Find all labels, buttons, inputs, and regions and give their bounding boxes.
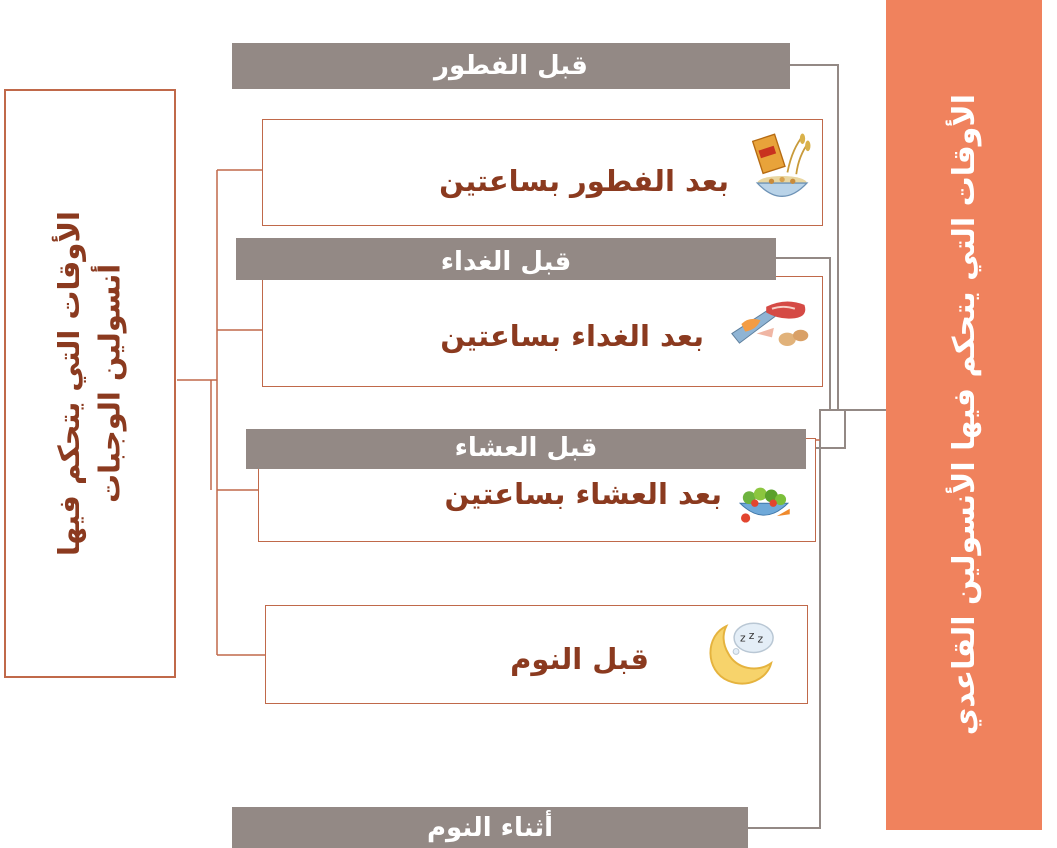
basal-insulin-title: الأوقات التي يتحكم فيها الأنسولين القاعد… <box>946 94 982 736</box>
cereal-bowl-icon <box>752 133 811 197</box>
before-breakfast-bar: قبل الفطور <box>232 43 790 89</box>
before-lunch-bar: قبل الغداء <box>236 238 776 280</box>
svg-text:z: z <box>758 633 764 646</box>
after-dinner-label: بعد العشاء بساعتين <box>444 477 723 511</box>
before-dinner-bar: قبل العشاء <box>246 429 806 469</box>
before-breakfast-label: قبل الفطور <box>434 51 588 81</box>
crescent-moon-zzz-icon: z z z <box>709 622 774 685</box>
after-breakfast-label: بعد الفطور بساعتين <box>439 164 729 198</box>
after-breakfast-box: بعد الفطور بساعتين <box>262 119 823 226</box>
before-sleep-box: قبل النوم z z z <box>265 605 808 704</box>
svg-text:z: z <box>749 629 755 642</box>
salad-bowl-icon <box>738 487 790 523</box>
meal-insulin-title: الأوقات التي يتحكم فيها أنسولين الوجبات <box>52 211 127 556</box>
during-sleep-bar: أثناء النوم <box>232 807 748 848</box>
meat-fish-plate-icon <box>731 301 809 346</box>
before-lunch-label: قبل الغداء <box>440 247 572 277</box>
during-sleep-label: أثناء النوم <box>426 813 554 843</box>
svg-text:z: z <box>740 632 746 645</box>
after-lunch-label: بعد الغداء بساعتين <box>440 319 704 353</box>
after-lunch-box: بعد الغداء بساعتين <box>262 276 823 387</box>
before-sleep-label: قبل النوم <box>510 642 649 676</box>
before-dinner-label: قبل العشاء <box>454 433 598 463</box>
basal-insulin-title-box: الأوقات التي يتحكم فيها الأنسولين القاعد… <box>886 0 1042 830</box>
meal-insulin-title-box: الأوقات التي يتحكم فيها أنسولين الوجبات <box>4 89 176 678</box>
